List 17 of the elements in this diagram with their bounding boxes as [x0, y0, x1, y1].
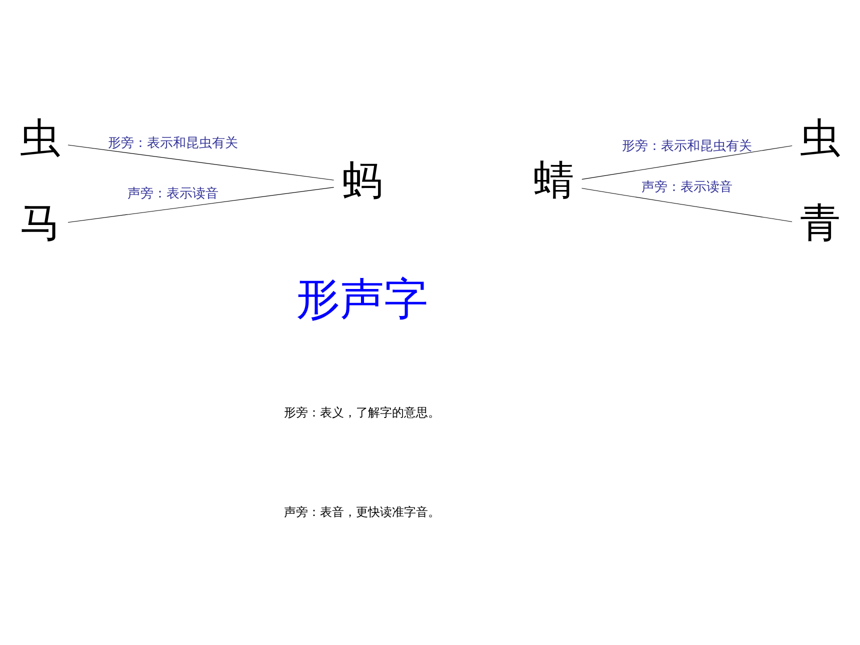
node-text: 虫 [20, 114, 60, 162]
edge-label: 声旁：表示读音 [641, 180, 732, 196]
label: 形声字 [296, 274, 428, 326]
connector [68, 144, 334, 180]
node-text: 蚂 [342, 156, 382, 204]
edge-label: 形旁：表示和昆虫有关 [622, 138, 752, 154]
node-text: 虫 [800, 114, 840, 162]
node-text: 马 [20, 198, 60, 246]
connector [68, 187, 334, 223]
label: 形旁：表义，了解字的意思。 [284, 406, 440, 420]
connector [582, 188, 792, 222]
edge-label: 声旁：表示读音 [128, 186, 219, 202]
connector [582, 145, 792, 180]
edge-label: 形旁：表示和昆虫有关 [108, 136, 238, 152]
label: 声旁：表音，更快读准字音。 [284, 504, 440, 519]
node-text: 青 [800, 198, 840, 246]
node-text: 蜻 [534, 156, 574, 204]
